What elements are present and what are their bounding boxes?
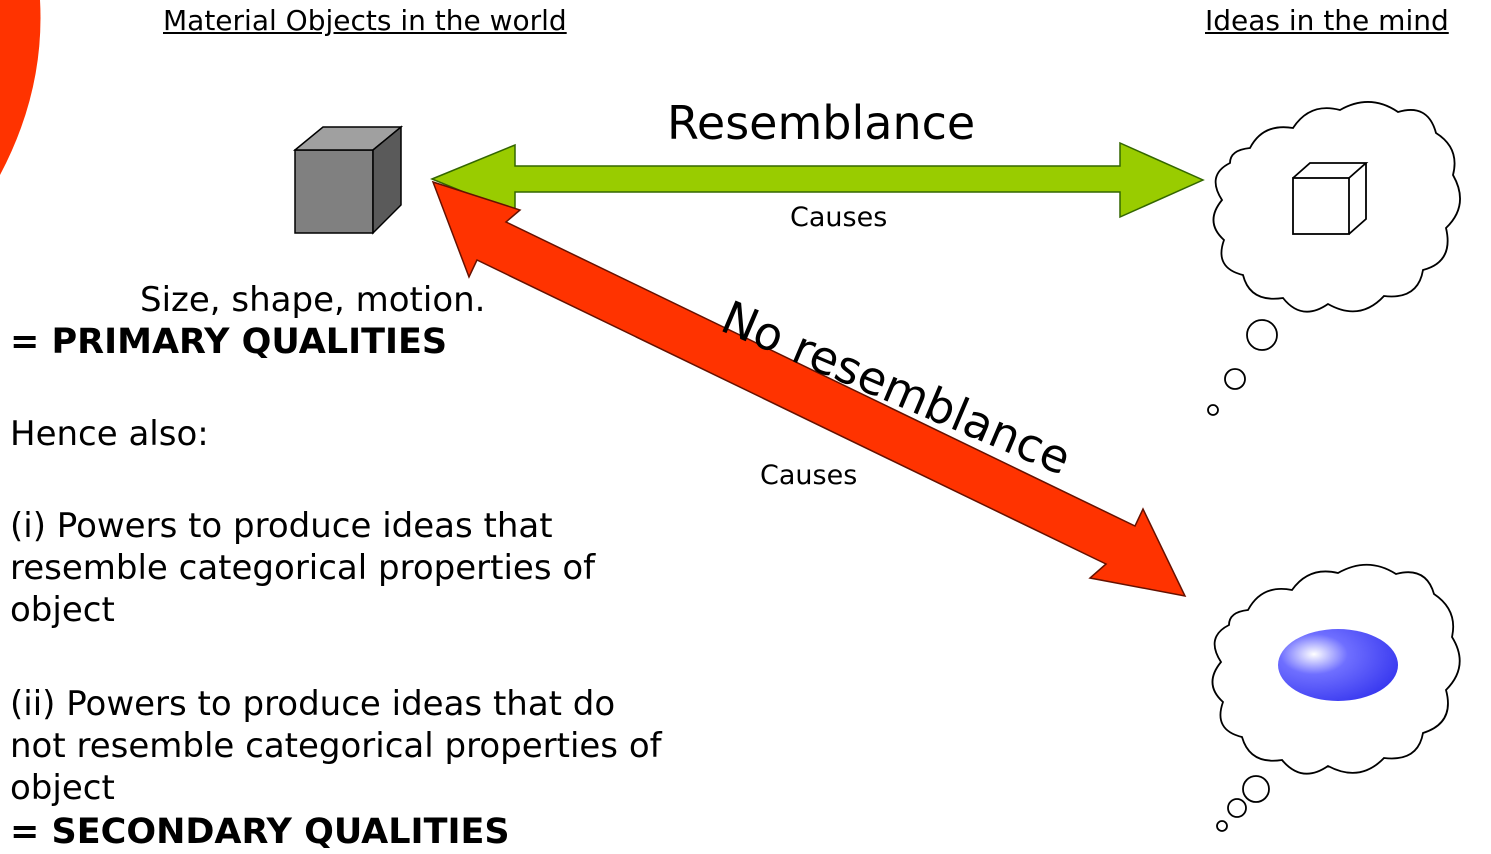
- orange-edge-decoration: [0, 0, 41, 175]
- resemblance-label: Resemblance: [667, 96, 976, 150]
- primary-qualities-heading: = PRIMARY QUALITIES: [10, 322, 448, 362]
- power-resemble-text: (i) Powers to produce ideas that resembl…: [10, 506, 596, 630]
- thought-cloud-icon: [1207, 101, 1461, 416]
- heading-material-objects: Material Objects in the world: [163, 4, 567, 37]
- secondary-qualities-heading: = SECONDARY QUALITIES: [10, 812, 510, 852]
- resemblance-arrow: [430, 141, 1205, 219]
- hence-also-text: Hence also:: [10, 414, 209, 454]
- heading-ideas-in-mind: Ideas in the mind: [1205, 4, 1449, 37]
- blue-blob-icon: [1278, 629, 1398, 701]
- cube-outline-icon: [1292, 162, 1369, 235]
- causes-label-bottom: Causes: [760, 460, 858, 491]
- primary-qualities-list: Size, shape, motion.: [140, 280, 486, 320]
- no-resemblance-arrow: [431, 180, 1187, 598]
- cube-icon: [292, 125, 404, 235]
- power-not-resemble-text: (ii) Powers to produce ideas that do not…: [10, 684, 662, 808]
- causes-label-top: Causes: [790, 202, 888, 233]
